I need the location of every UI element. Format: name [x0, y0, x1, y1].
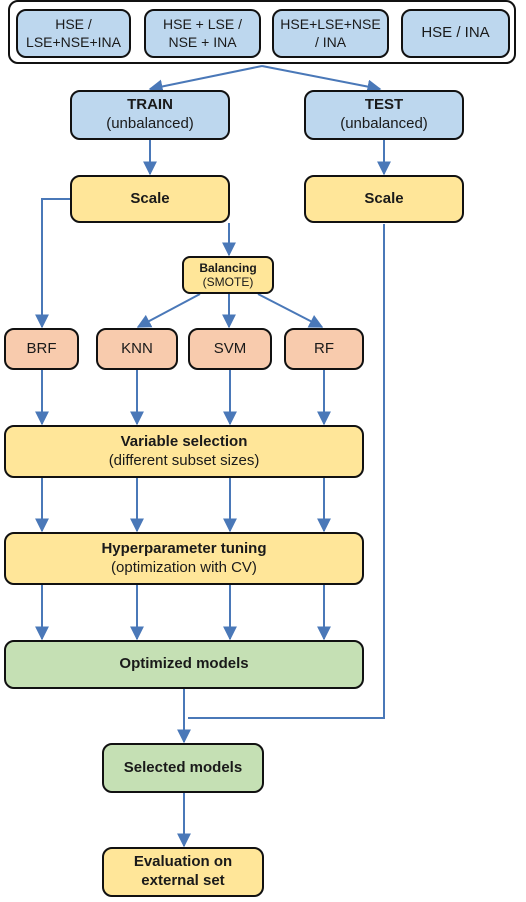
- evaluation-line2: external set: [141, 872, 225, 889]
- dataset-2-line2: NSE + INA: [168, 33, 237, 50]
- dataset-1-line2: LSE+NSE+INA: [26, 33, 121, 50]
- scale-train-label: Scale: [130, 189, 170, 207]
- test-box: TEST (unbalanced): [304, 90, 464, 140]
- dataset-3-line1: HSE+LSE+NSE: [280, 16, 381, 32]
- hyperparameter-tuning-subtitle: (optimization with CV): [111, 558, 257, 576]
- evaluation-line1: Evaluation on: [133, 853, 233, 871]
- test-title: TEST: [364, 96, 404, 114]
- dataset-2-line1: HSE + LSE /: [163, 16, 242, 32]
- model-box-svm: SVM: [188, 328, 272, 370]
- train-box: TRAIN (unbalanced): [70, 90, 230, 140]
- model-label-brf: BRF: [26, 339, 57, 357]
- dataset-box-2: HSE + LSE / NSE + INA: [144, 9, 261, 58]
- model-box-knn: KNN: [96, 328, 178, 370]
- train-title: TRAIN: [127, 96, 173, 114]
- scale-test-box: Scale: [304, 175, 464, 223]
- model-label-knn: KNN: [121, 339, 153, 357]
- optimized-models-box: Optimized models: [4, 640, 364, 689]
- test-subtitle: (unbalanced): [340, 115, 428, 132]
- variable-selection-box: Variable selection (different subset siz…: [4, 425, 364, 478]
- evaluation-box: Evaluation on external set: [102, 847, 264, 897]
- scale-train-box: Scale: [70, 175, 230, 223]
- balancing-subtitle: (SMOTE): [202, 275, 254, 289]
- dataset-box-1: HSE / LSE+NSE+INA: [16, 9, 131, 58]
- model-label-rf: RF: [314, 339, 334, 357]
- dataset-3-line2: / INA: [314, 33, 347, 50]
- balancing-box: Balancing (SMOTE): [182, 256, 274, 294]
- model-box-brf: BRF: [4, 328, 79, 370]
- model-label-svm: SVM: [213, 339, 247, 357]
- dataset-4-line1: HSE / INA: [421, 24, 490, 42]
- dataset-1-line1: HSE /: [55, 16, 92, 32]
- train-subtitle: (unbalanced): [106, 115, 194, 132]
- selected-models-label: Selected models: [123, 758, 243, 776]
- balancing-title: Balancing: [199, 260, 257, 275]
- optimized-models-label: Optimized models: [119, 655, 249, 673]
- dataset-box-4: HSE / INA: [401, 9, 510, 58]
- variable-selection-title: Variable selection: [120, 432, 248, 450]
- dataset-box-3: HSE+LSE+NSE / INA: [272, 9, 389, 58]
- hyperparameter-tuning-title: Hyperparameter tuning: [101, 539, 267, 557]
- variable-selection-subtitle: (different subset sizes): [108, 451, 260, 469]
- model-box-rf: RF: [284, 328, 364, 370]
- hyperparameter-tuning-box: Hyperparameter tuning (optimization with…: [4, 532, 364, 585]
- selected-models-box: Selected models: [102, 743, 264, 793]
- scale-test-label: Scale: [364, 189, 404, 207]
